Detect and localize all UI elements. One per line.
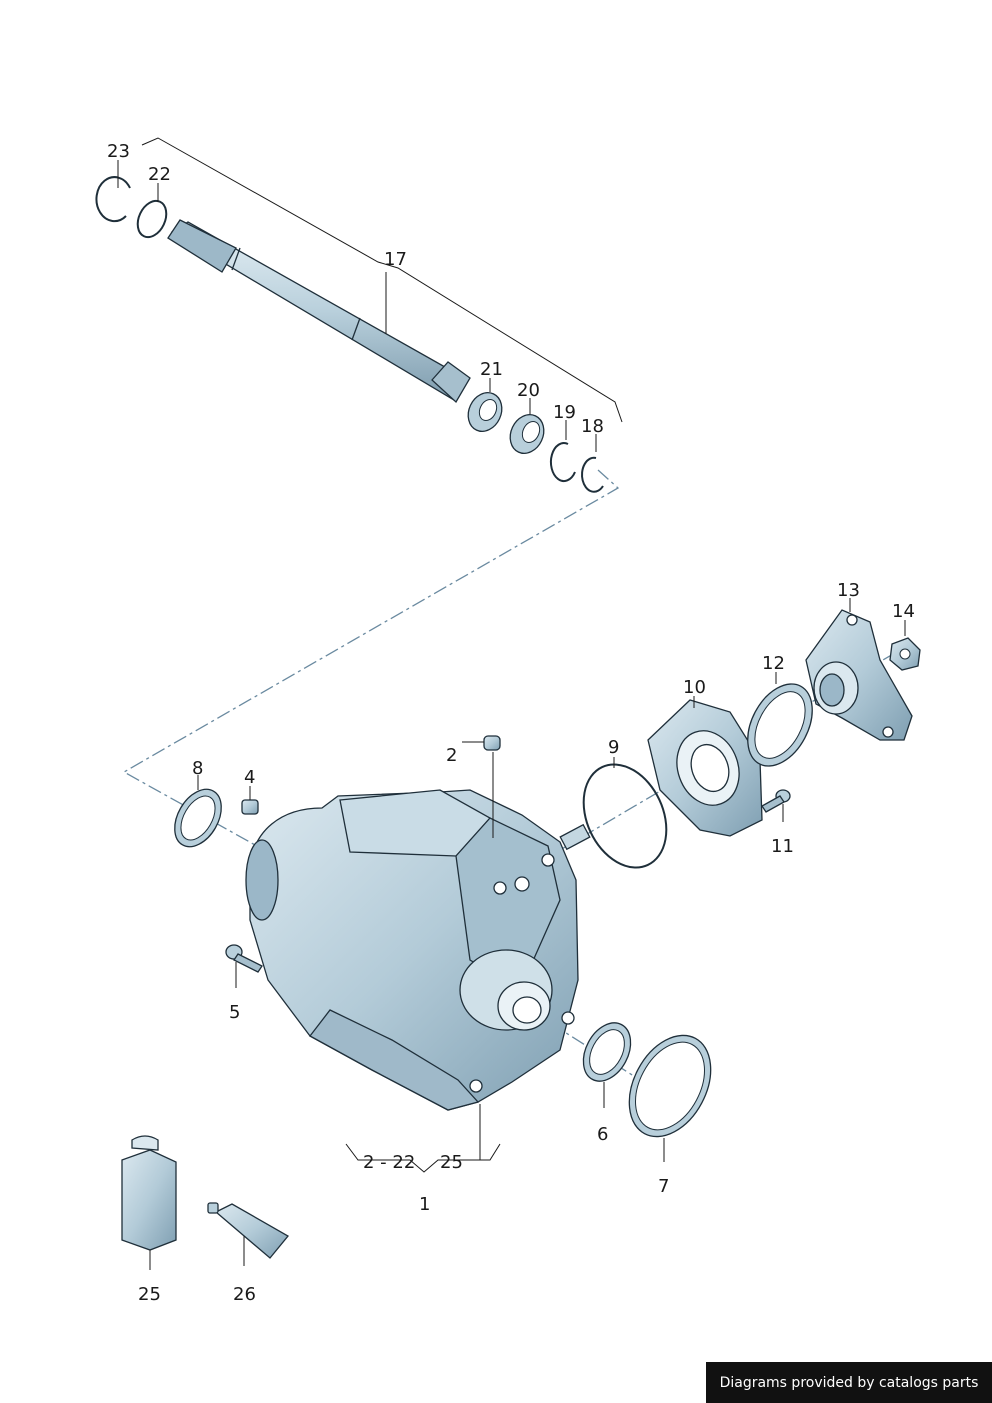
bracket-17 bbox=[141, 137, 623, 423]
plug-2-part bbox=[483, 735, 501, 751]
callout-range-start: 2 - 22 bbox=[363, 1152, 415, 1173]
callout-13: 13 bbox=[837, 580, 860, 601]
callout-21: 21 bbox=[480, 359, 503, 380]
callout-23: 23 bbox=[107, 141, 130, 162]
callout-4: 4 bbox=[244, 767, 255, 788]
output-flange-13-part bbox=[805, 609, 913, 741]
callout-26: 26 bbox=[233, 1284, 256, 1305]
callout-2: 2 bbox=[446, 745, 457, 766]
bolt-5-part bbox=[225, 944, 263, 973]
circlip-23 bbox=[95, 176, 131, 223]
callout-12: 12 bbox=[762, 653, 785, 674]
assembly-centerline bbox=[122, 469, 620, 871]
callout-8: 8 bbox=[192, 758, 203, 779]
callout-9: 9 bbox=[608, 737, 619, 758]
credit-banner: Diagrams provided by catalogs parts bbox=[706, 1362, 992, 1403]
seal-ring-22 bbox=[136, 199, 168, 239]
plug-screw-4-part bbox=[241, 799, 259, 815]
callout-19: 19 bbox=[553, 402, 576, 423]
bracket-1 bbox=[345, 1143, 501, 1173]
callout-5: 5 bbox=[229, 1002, 240, 1023]
circlip-18 bbox=[581, 456, 604, 493]
needle-bearing-20 bbox=[509, 414, 545, 454]
bolt-11-part bbox=[761, 789, 791, 813]
callout-25: 25 bbox=[138, 1284, 161, 1305]
callout-22: 22 bbox=[148, 164, 171, 185]
input-shaft-part bbox=[167, 219, 471, 404]
callout-17: 17 bbox=[384, 249, 407, 270]
callout-6: 6 bbox=[597, 1124, 608, 1145]
callout-18: 18 bbox=[581, 416, 604, 437]
needle-bearing-21 bbox=[467, 392, 503, 432]
callout-14: 14 bbox=[892, 601, 915, 622]
callout-10: 10 bbox=[683, 677, 706, 698]
callout-range-end: 25 bbox=[440, 1152, 463, 1173]
bearing-cover-10-part bbox=[647, 699, 763, 837]
oil-bottle-25-part bbox=[121, 1135, 177, 1251]
grease-tube-26-part bbox=[207, 1202, 289, 1259]
circlip-19 bbox=[549, 442, 576, 482]
callout-1: 1 bbox=[419, 1194, 430, 1215]
callout-11: 11 bbox=[771, 836, 794, 857]
transfer-case-housing-part bbox=[245, 789, 591, 1111]
callout-7: 7 bbox=[658, 1176, 669, 1197]
callout-20: 20 bbox=[517, 380, 540, 401]
o-ring-9-part bbox=[582, 763, 668, 869]
leader-lines bbox=[117, 160, 906, 1270]
